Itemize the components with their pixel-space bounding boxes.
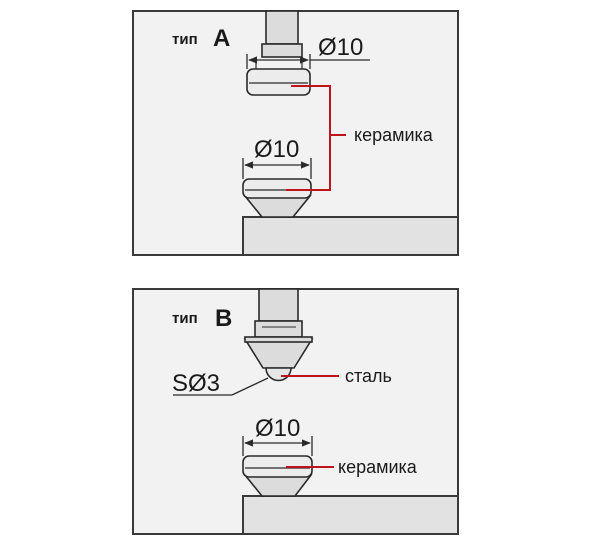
upper-probe-neck [261, 43, 303, 58]
panel-b-type-word: тип [172, 310, 198, 327]
panel-b-sphere-leader [173, 377, 269, 396]
panel-a-upper-probe [246, 10, 311, 96]
upper-probe-neck [254, 320, 303, 338]
panel-b-base-block [242, 495, 459, 535]
upper-probe-ceramic-tip [246, 68, 311, 96]
panel-b-lower-dimension-label: Ø10 [255, 415, 300, 442]
steel-ball-tip [265, 367, 292, 382]
upper-probe-shaft [265, 10, 299, 45]
panel-a-material-label: керамика [354, 125, 434, 145]
panel-type-a: тип A Ø10 Ø1 [132, 10, 459, 256]
panel-b-lower-material-label: керамика [338, 457, 418, 477]
panel-a-type-letter: A [213, 25, 230, 52]
panel-b-upper-probe [243, 288, 314, 382]
panel-b-lower-dimension [242, 436, 313, 456]
panel-b-tip-material-label: сталь [345, 366, 392, 386]
panel-b-tip-dimension-label: SØ3 [172, 370, 220, 397]
lower-sample-ceramic-tip [242, 178, 312, 199]
panel-a-upper-dimension-label: Ø10 [318, 34, 363, 61]
panel-a-upper-dimension [246, 54, 370, 69]
upper-probe-shaft [258, 288, 299, 322]
panel-a-ceramic-leader [286, 85, 346, 191]
panel-a-lower-sample [242, 178, 312, 218]
panel-type-b: тип B SØ3 сталь [132, 288, 459, 535]
panel-b-lower-sample [242, 455, 313, 497]
panel-a-type-word: тип [172, 31, 198, 48]
panel-a-lower-dimension [242, 158, 312, 179]
panel-a-lower-dimension-label: Ø10 [254, 136, 299, 163]
panel-a-base-block [242, 216, 459, 256]
panel-b-type-letter: B [215, 305, 232, 332]
